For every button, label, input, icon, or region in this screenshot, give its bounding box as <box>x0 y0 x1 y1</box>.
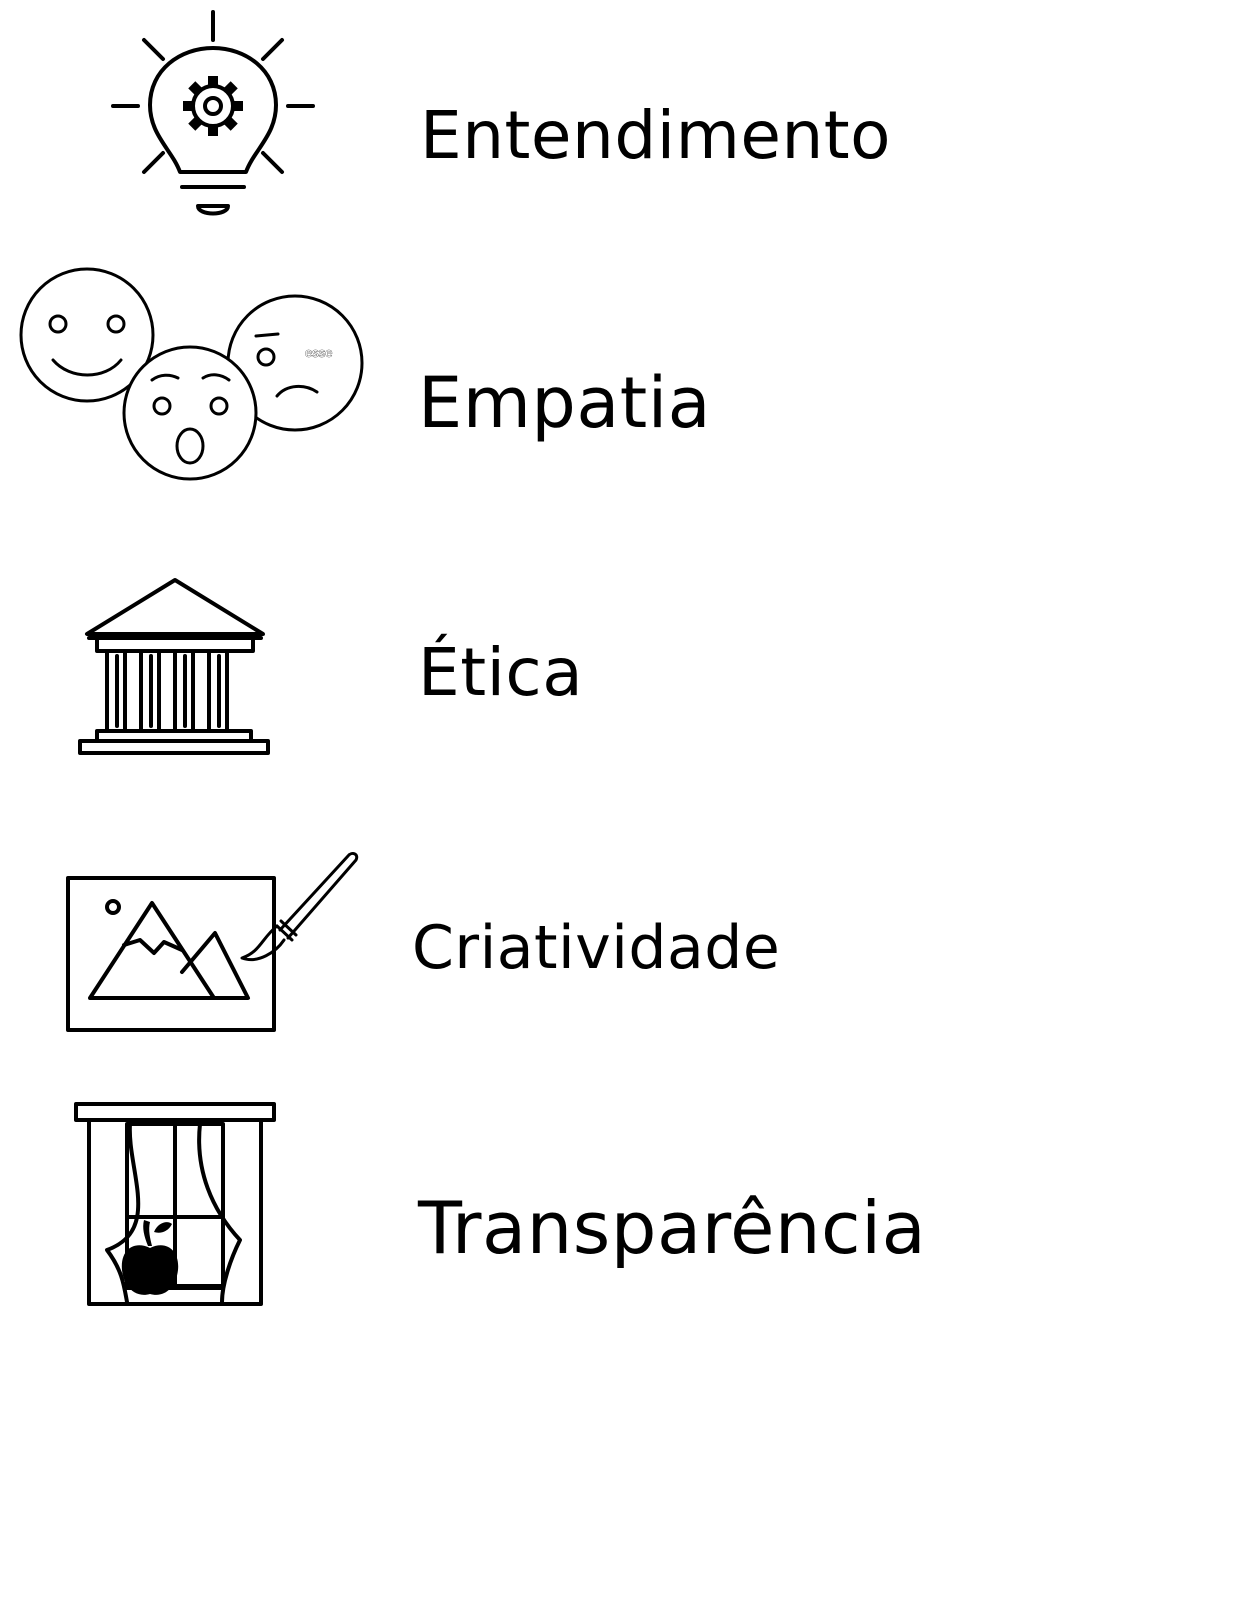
lightbulb-gear-icon <box>111 10 315 216</box>
emotion-faces-icon: esse <box>19 267 364 481</box>
row-label-entendimento: Entendimento <box>420 97 892 174</box>
window-curtains-icon <box>74 1102 276 1306</box>
temple-columns-icon <box>78 578 270 755</box>
painting-brush-icon <box>66 851 359 1032</box>
row-label-transparencia: Transparência <box>418 1186 927 1270</box>
row-label-criatividade: Criatividade <box>412 913 781 983</box>
row-label-etica: Ética <box>418 634 584 711</box>
row-label-empatia: Empatia <box>418 362 712 444</box>
face-text: esse <box>305 345 332 360</box>
